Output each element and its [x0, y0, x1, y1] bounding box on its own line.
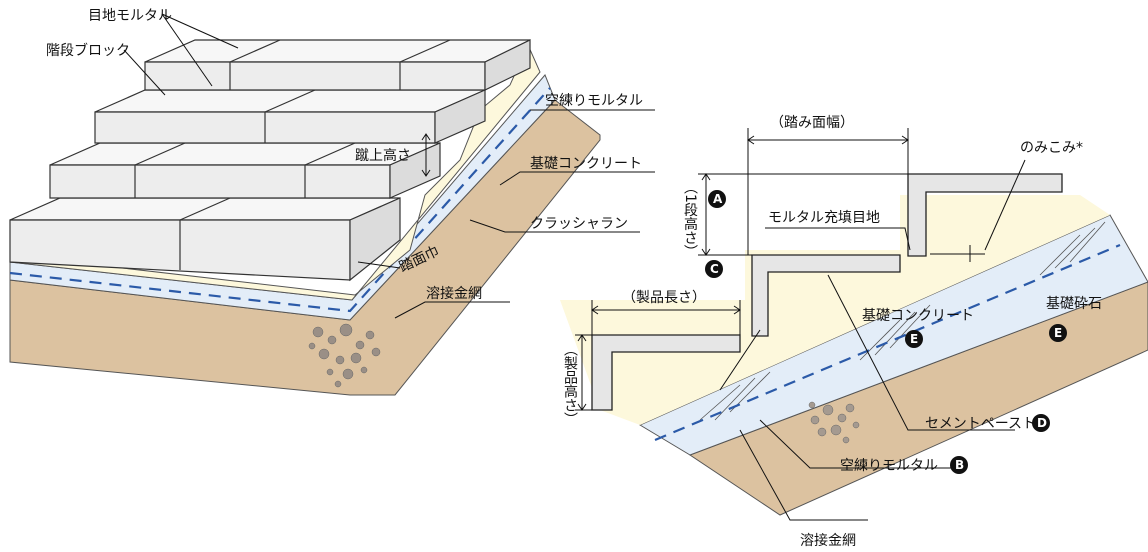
label-product-height-dim: （製品高さ） — [562, 342, 578, 426]
label-foundation-concrete-right: 基礎コンクリート — [862, 307, 974, 324]
section-step-middle — [751, 254, 901, 337]
label-riser-height: 蹴上高さ — [355, 147, 411, 164]
section-aggregate — [808, 401, 860, 444]
label-welded-mesh-left: 溶接金網 — [426, 285, 482, 302]
label-welded-mesh-right: 溶接金網 — [800, 532, 856, 549]
label-joint-mortar: 目地モルタル — [88, 8, 172, 24]
section-dimension-lines — [575, 128, 985, 411]
left-leader-lines — [123, 13, 655, 319]
isometric-stair-illustration: 目地モルタル 階段ブロック 空練りモルタル 蹴上高さ 基礎コンクリート クラッシ… — [9, 8, 655, 396]
badge-c: C — [705, 260, 723, 278]
badge-e-crushed-stone: E — [1049, 324, 1067, 342]
label-dry-mortar-right: 空練りモルタル — [840, 458, 938, 474]
svg-text:D: D — [1037, 416, 1047, 430]
svg-text:E: E — [1054, 326, 1062, 340]
concrete-hatching — [699, 221, 1106, 421]
block-row-2 — [49, 142, 441, 199]
section-leader-lines — [719, 159, 1026, 521]
aggregate-specks — [308, 323, 381, 388]
badge-e-concrete: E — [905, 330, 923, 348]
label-tread-width-dim: （踏み面幅） — [770, 115, 854, 131]
label-crusher-run: クラッシャラン — [530, 216, 628, 232]
welded-mesh-line — [9, 87, 551, 313]
label-dry-mortar-left: 空練りモルタル — [545, 93, 643, 109]
label-step-block: 階段ブロック — [46, 42, 130, 59]
label-foundation-concrete-left: 基礎コンクリート — [530, 155, 642, 172]
svg-text:C: C — [710, 262, 719, 276]
label-foundation-crushed-stone: 基礎砕石 — [1046, 295, 1102, 312]
label-nomikomi: のみこみ* — [1020, 140, 1083, 156]
dry-mortar-fill — [560, 195, 1110, 425]
label-cement-paste: セメントペースト — [925, 416, 1036, 432]
badge-b: B — [950, 456, 968, 474]
welded-mesh-section-line — [654, 243, 1121, 442]
svg-text:A: A — [713, 192, 723, 206]
label-product-length-dim: （製品長さ） — [622, 290, 706, 306]
block-row-1 — [9, 197, 401, 282]
label-mortar-filled-joint: モルタル充填目地 — [768, 210, 880, 226]
dry-mortar-layer — [9, 43, 541, 301]
cross-section-diagram: A C E E D B （踏み面幅） のみこみ* （1段高さ） モルタル充填目地… — [560, 115, 1148, 549]
block-row-4 — [144, 39, 531, 91]
label-step-height-dim: （1段高さ） — [682, 180, 698, 259]
badge-d: D — [1032, 414, 1050, 432]
riser-height-dimension — [421, 133, 431, 177]
section-step-upper — [907, 173, 1063, 257]
badge-a: A — [708, 190, 726, 208]
svg-text:B: B — [955, 458, 964, 472]
svg-text:E: E — [910, 332, 918, 346]
